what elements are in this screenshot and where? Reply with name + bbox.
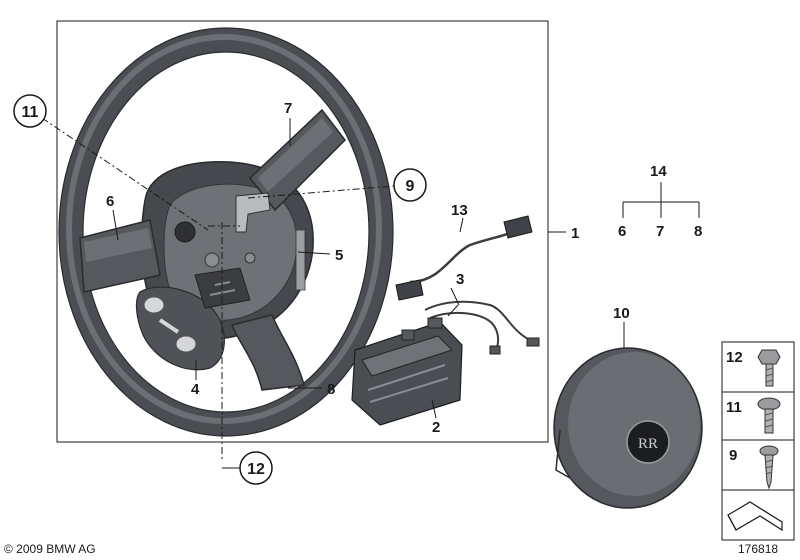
label-part-7: 7 — [284, 100, 292, 117]
label-part-10: 10 — [613, 305, 630, 322]
callout-9: 9 — [393, 168, 427, 202]
label-part-2: 2 — [432, 419, 440, 436]
label-part-3: 3 — [456, 271, 464, 288]
label-part-8: 8 — [327, 381, 335, 398]
label-part-14-sub-6: 6 — [618, 223, 626, 240]
callout-9-label: 9 — [406, 178, 415, 195]
legend-row-11: 11 — [726, 399, 742, 416]
hardware-legend: 12 11 9 — [721, 341, 795, 541]
callout-12-label: 12 — [247, 461, 265, 478]
label-part-14-sub-7: 7 — [656, 223, 664, 240]
hex-bolt-icon — [757, 349, 781, 387]
rr-logo: RR — [638, 436, 658, 452]
label-part-5: 5 — [335, 247, 343, 264]
copyright-text: © 2009 BMW AG — [4, 542, 96, 556]
torx-screw-icon — [757, 397, 781, 434]
label-part-14: 14 — [650, 163, 667, 180]
diagram-id: 176818 — [738, 542, 778, 556]
legend-row-9: 9 — [729, 447, 737, 464]
multifunction-module — [351, 317, 463, 426]
label-part-13: 13 — [451, 202, 468, 219]
wiring-harness — [424, 300, 540, 355]
legend-row-12: 12 — [726, 349, 743, 366]
label-part-4: 4 — [191, 381, 200, 398]
bracket-symbol-icon — [727, 501, 783, 532]
group-14-bracket — [622, 182, 700, 218]
label-part-1: 1 — [571, 225, 579, 242]
steering-wheel — [58, 27, 394, 437]
callout-11-label: 11 — [22, 104, 39, 121]
airbag-unit: RR — [553, 347, 703, 509]
callout-12: 12 — [239, 451, 273, 485]
self-tapping-screw-icon — [759, 445, 779, 490]
callout-11: 11 — [13, 94, 47, 128]
label-part-6: 6 — [106, 193, 114, 210]
label-part-14-sub-8: 8 — [694, 223, 702, 240]
cable-13 — [395, 215, 533, 301]
